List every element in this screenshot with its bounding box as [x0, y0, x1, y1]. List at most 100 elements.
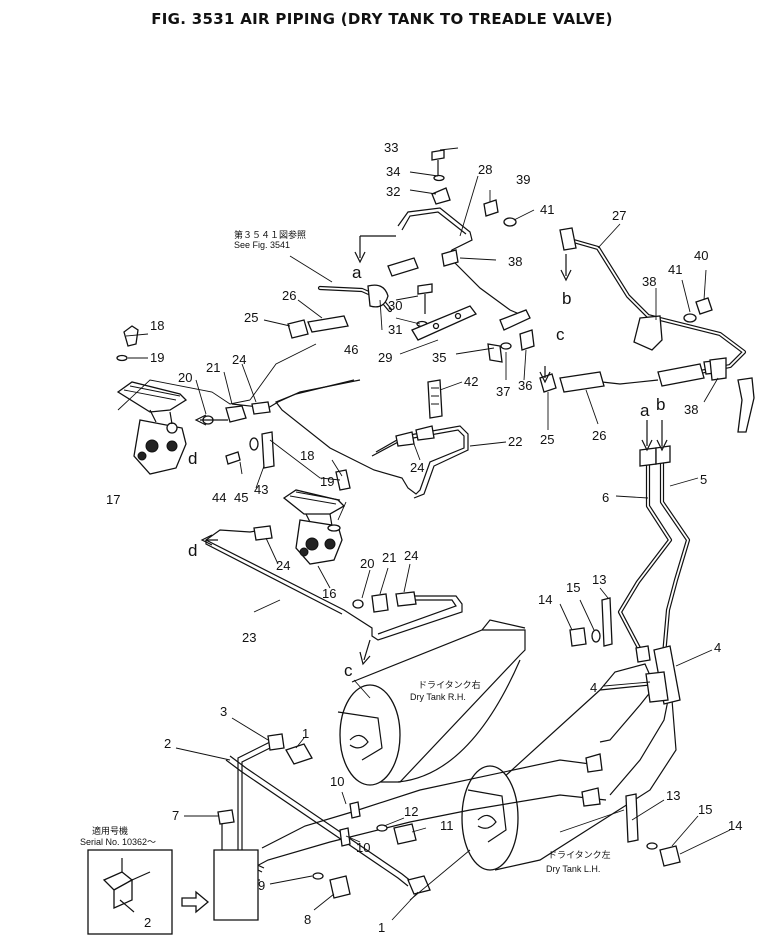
callout-12: 12 [404, 804, 418, 819]
notes: 第３５４１図参照 See Fig. 3541 ドライタンク右 Dry Tank … [80, 229, 611, 874]
callout-38: 38 [684, 402, 698, 417]
connection-arrows [194, 235, 668, 666]
callout-2: 2 [164, 736, 171, 751]
pipe-27 [567, 237, 747, 375]
callout-18: 18 [300, 448, 314, 463]
pipe-to-lh-tank [239, 689, 671, 876]
callout-14: 14 [728, 818, 742, 833]
callout-41: 41 [668, 262, 682, 277]
callout-44: 44 [212, 490, 226, 505]
callout-1: 1 [302, 726, 309, 741]
callout-20: 20 [360, 556, 374, 571]
letter-c: c [556, 325, 565, 344]
callout-13: 13 [592, 572, 606, 587]
callout-23: 23 [242, 630, 256, 645]
serial-inset [87, 849, 210, 935]
callout-36: 36 [518, 378, 532, 393]
callout-41: 41 [540, 202, 554, 217]
callout-1: 1 [378, 920, 385, 935]
callout-45: 45 [234, 490, 248, 505]
callout-8: 8 [304, 912, 311, 927]
callout-33: 33 [384, 140, 398, 155]
pipe-26b-line [601, 379, 659, 385]
dry-tank-lh-label: Dry Tank L.H. [546, 864, 600, 874]
callout-28: 28 [478, 162, 492, 177]
callout-43: 43 [254, 482, 268, 497]
callout-46: 46 [344, 342, 358, 357]
dry-tank-lh [461, 663, 677, 871]
dry-tank-rh [337, 619, 526, 786]
callout-38: 38 [508, 254, 522, 269]
letter-a: a [640, 401, 650, 420]
callout-38: 38 [642, 274, 656, 289]
callout-10: 10 [356, 840, 370, 855]
callout-17: 17 [106, 492, 120, 507]
callout-13: 13 [666, 788, 680, 803]
callout-5: 5 [700, 472, 707, 487]
serial-note: Serial No. 10362～ [80, 837, 156, 847]
callout-7: 7 [172, 808, 179, 823]
callout-34: 34 [386, 164, 400, 179]
connection-letters: a a b b c c d d [188, 263, 665, 680]
dry-tank-rh-label: Dry Tank R.H. [410, 692, 466, 702]
callout-37: 37 [496, 384, 510, 399]
letter-b: b [656, 395, 665, 414]
letter-c: c [344, 661, 353, 680]
letter-d: d [188, 541, 197, 560]
callout-3: 3 [220, 704, 227, 719]
callout-19: 19 [320, 474, 334, 489]
callout-16: 16 [322, 586, 336, 601]
callout-29: 29 [378, 350, 392, 365]
fittings [116, 149, 755, 921]
callout-21: 21 [206, 360, 220, 375]
pipe-22 [275, 379, 469, 499]
see-fig-jp-note: 第３５４１図参照 [234, 229, 306, 240]
callout-32: 32 [386, 184, 400, 199]
letter-b: b [562, 289, 571, 308]
callout-4: 4 [590, 680, 597, 695]
callout-27: 27 [612, 208, 626, 223]
callout-20: 20 [178, 370, 192, 385]
callout-26: 26 [282, 288, 296, 303]
callout-35: 35 [432, 350, 446, 365]
letter-a: a [352, 263, 362, 282]
callout-24: 24 [404, 548, 418, 563]
treadle-valve-17 [116, 381, 188, 475]
callout-24: 24 [276, 558, 290, 573]
callout-22: 22 [508, 434, 522, 449]
callout-14: 14 [538, 592, 552, 607]
callout-6: 6 [602, 490, 609, 505]
pipe-6 [617, 459, 673, 653]
dry-tank-rh-jp-label: ドライタンク右 [418, 679, 481, 690]
callout-26: 26 [592, 428, 606, 443]
callout-42: 42 [464, 374, 478, 389]
callout-30: 30 [388, 298, 402, 313]
callout-15: 15 [698, 802, 712, 817]
figure-title: FIG. 3531 AIR PIPING (DRY TANK TO TREADL… [151, 10, 613, 28]
callout-11: 11 [440, 818, 454, 833]
dry-tank-lh-jp-label: ドライタンク左 [548, 849, 611, 860]
callout-19: 19 [150, 350, 164, 365]
callout-labels: 1 1 2 2 3 4 4 5 6 7 8 9 10 10 11 12 13 1… [106, 140, 742, 935]
callout-21: 21 [382, 550, 396, 565]
callout-10: 10 [330, 774, 344, 789]
callout-25: 25 [540, 432, 554, 447]
letter-d: d [188, 449, 197, 468]
callout-40: 40 [694, 248, 708, 263]
callout-24: 24 [410, 460, 424, 475]
leader-lines [117, 147, 731, 921]
callout-9: 9 [258, 878, 265, 893]
pipe-to-17 [231, 379, 361, 409]
callout-31: 31 [388, 322, 402, 337]
callout-15: 15 [566, 580, 580, 595]
callout-18: 18 [150, 318, 164, 333]
serial-jp-note: 適用号機 [92, 825, 128, 836]
callout-24: 24 [232, 352, 246, 367]
treadle-valve-16 [282, 489, 346, 565]
see-fig-note: See Fig. 3541 [234, 240, 290, 250]
callout-4: 4 [714, 640, 721, 655]
callout-25: 25 [244, 310, 258, 325]
callout-39: 39 [516, 172, 530, 187]
